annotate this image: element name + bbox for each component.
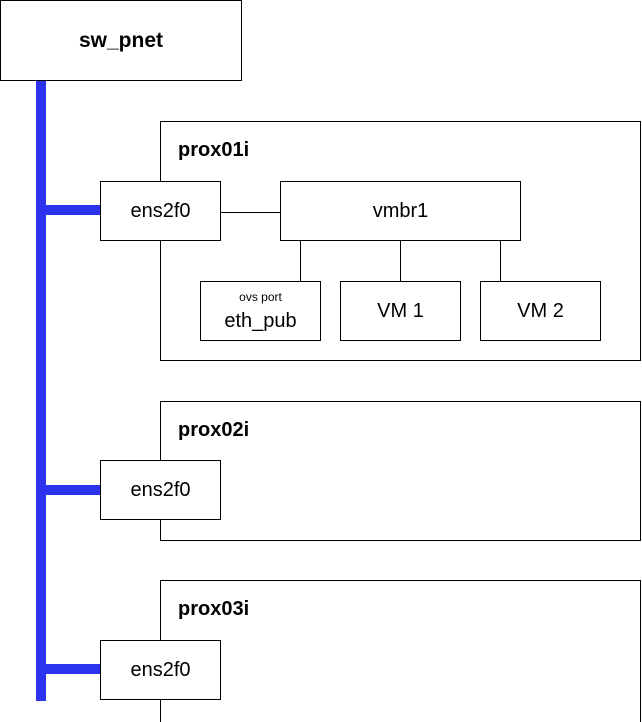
nic-prox01i: ens2f0 bbox=[100, 181, 221, 241]
port-type-label: ovs port bbox=[239, 289, 282, 304]
nic-label: ens2f0 bbox=[130, 478, 191, 501]
nic-label: ens2f0 bbox=[130, 658, 191, 681]
bridge-vm1-link bbox=[400, 241, 401, 281]
vm-2: VM 2 bbox=[480, 281, 601, 341]
vm-label: VM 1 bbox=[377, 299, 424, 322]
ovs-port-eth-pub: ovs port eth_pub bbox=[200, 281, 321, 341]
bus-branch-prox03i bbox=[36, 664, 100, 674]
bridge-vm2-link bbox=[500, 241, 501, 281]
nic-prox02i: ens2f0 bbox=[100, 460, 221, 520]
switch-bus-line bbox=[36, 81, 46, 701]
host-prox02i: prox02i bbox=[160, 401, 641, 541]
bus-branch-prox02i bbox=[36, 485, 100, 495]
switch-node: sw_pnet bbox=[0, 0, 242, 81]
bridge-vmbr1: vmbr1 bbox=[280, 181, 521, 241]
port-name-label: eth_pub bbox=[224, 309, 297, 332]
nic-label: ens2f0 bbox=[130, 199, 191, 222]
bus-branch-prox01i bbox=[36, 205, 100, 215]
bridge-label: vmbr1 bbox=[372, 199, 429, 222]
vm-1: VM 1 bbox=[340, 281, 461, 341]
bridge-port-link bbox=[300, 241, 301, 281]
nic-bridge-link bbox=[221, 212, 280, 213]
host-title: prox03i bbox=[178, 598, 250, 620]
nic-prox03i: ens2f0 bbox=[100, 640, 221, 700]
host-prox03i: prox03i bbox=[160, 580, 641, 722]
host-title: prox01i bbox=[178, 139, 250, 161]
host-title: prox02i bbox=[178, 419, 250, 441]
switch-label: sw_pnet bbox=[78, 28, 164, 52]
vm-label: VM 2 bbox=[517, 299, 564, 322]
